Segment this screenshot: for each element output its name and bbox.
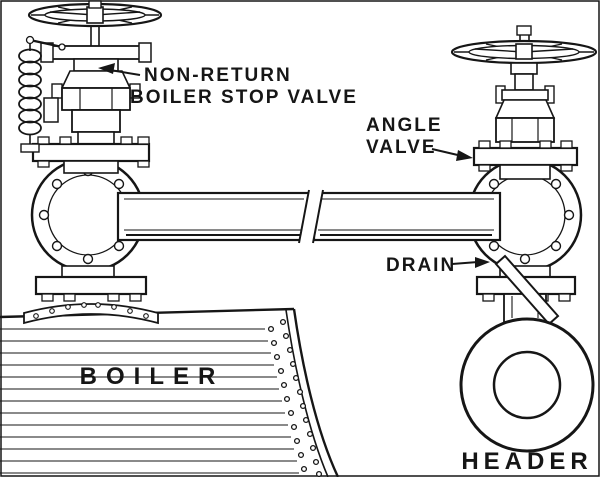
non-return-stop-valve [18,0,163,325]
valve-inlet-flange [31,142,151,163]
drain-arrow [451,261,479,265]
flange-nuts [37,136,150,168]
saddle-bolts [33,302,149,319]
spring [18,35,66,153]
saddle-pad [23,303,159,325]
flange-nuts [478,140,573,172]
steam-pipe-right-segment [312,191,502,242]
boiler: BOILER [0,307,340,477]
packing-gland [501,89,549,101]
header-label: HEADER [461,448,592,475]
steam-pipe-left-segment [116,191,312,242]
boiler-end-outer-seam [292,308,340,477]
angle-valve-arrowhead [456,150,473,161]
valve-bonnet [61,87,131,111]
steam-pipe [116,189,502,244]
left-handwheel [27,0,163,28]
non-return-label-line1: NON-RETURN [144,65,292,86]
boiler-label: BOILER [80,363,225,390]
header-bore [492,350,562,420]
boiler-end-inner-seam [285,309,329,477]
stem-nut [88,0,102,9]
non-return-arrowhead [98,63,115,74]
annotations: NON-RETURN BOILER STOP VALVE ANGLE VALVE… [98,63,490,276]
valve-bonnet [495,117,555,143]
angle-valve-label-line1: ANGLE [366,115,443,136]
non-return-arrow [109,69,141,76]
header: HEADER [459,317,595,475]
side-chamber [43,97,59,123]
boiler-rivets [267,318,323,477]
angle-valve-arrow [431,148,463,157]
angle-valve-label-line2: VALVE [366,137,437,158]
pipe-break [298,189,324,244]
stem-nut [516,25,532,36]
elbow-base-flange [34,275,148,296]
angle-valve [450,25,598,326]
non-return-label-line2: BOILER STOP VALVE [130,87,358,108]
drain-arrowhead [475,257,490,268]
spring-bracket [20,143,40,153]
drain-label: DRAIN [386,255,456,276]
lever-arm [29,38,63,49]
angle-valve-flange [472,146,579,167]
right-handwheel [450,25,598,65]
